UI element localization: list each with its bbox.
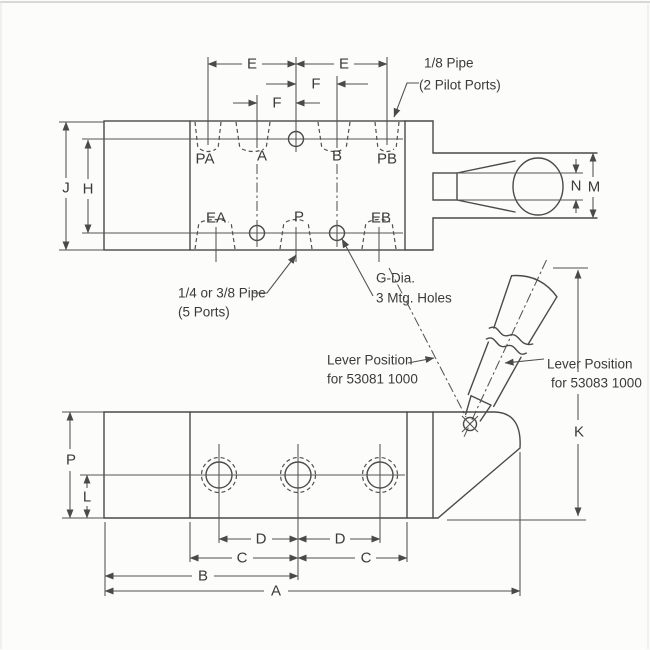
dim-label-c-right: C — [361, 550, 372, 567]
dim-label-m: M — [588, 179, 601, 196]
port-b — [317, 121, 351, 153]
side-body-outline — [103, 411, 521, 519]
top-view: E E F F J H — [59, 56, 600, 320]
dim-label-e-left: E — [247, 56, 257, 73]
dim-k: K — [553, 267, 588, 517]
note-mounting-line1: G-Dia. — [376, 271, 415, 286]
dim-label-c-left: C — [237, 550, 248, 567]
note-mounting-holes: G-Dia. 3 Mtg. Holes — [341, 238, 452, 306]
dim-n: N — [571, 159, 582, 213]
note-main-ports: 1/4 or 3/8 Pipe (5 Ports) — [178, 254, 297, 320]
port-label-ea: EA — [206, 210, 226, 227]
dim-c-left: C — [189, 550, 299, 567]
note-pilot-ports: 1/8 Pipe (2 Pilot Ports) — [393, 56, 501, 118]
lever-53083 — [463, 257, 558, 437]
lever-shaft — [467, 341, 490, 396]
dim-label-f-upper: F — [311, 76, 320, 93]
leader-main-ports — [253, 254, 297, 294]
dim-c-right: C — [297, 550, 408, 567]
port-a — [235, 121, 271, 153]
port-label-p: P — [294, 209, 304, 226]
dim-label-n: N — [571, 178, 582, 195]
port-label-b: B — [332, 148, 342, 165]
dim-label-e-right: E — [339, 56, 349, 73]
note-lever-53081-line2: for 53081 1000 — [327, 372, 418, 387]
lever-knob-end-view — [512, 157, 564, 216]
dim-label-h: H — [83, 181, 94, 198]
dim-a: A — [104, 583, 521, 600]
note-lever-53083: Lever Position for 53083 1000 — [504, 357, 642, 391]
dim-label-p: P — [66, 452, 76, 469]
note-lever-53081: Lever Position for 53081 1000 — [327, 353, 435, 387]
leader-lever-53083 — [504, 358, 545, 366]
leader-mounting-holes — [341, 238, 374, 297]
dim-j: J — [62, 121, 70, 251]
note-lever-53083-line2: for 53083 1000 — [551, 376, 642, 391]
lever-stub — [432, 172, 458, 201]
side-view: P L D D C — [62, 257, 642, 600]
dim-label-a: A — [271, 583, 281, 600]
dim-f-upper: F — [266, 76, 368, 93]
leader-pilot-ports — [393, 82, 419, 118]
dim-b: B — [104, 568, 299, 585]
dim-label-d-left: D — [256, 531, 267, 548]
dim-e-left: E — [207, 56, 297, 73]
port-label-eb: EB — [371, 210, 391, 227]
lever-centerline-53081 — [388, 267, 467, 418]
lever-pivot — [461, 415, 479, 433]
dim-p: P — [66, 411, 76, 519]
note-main-ports-line1: 1/4 or 3/8 Pipe — [178, 286, 266, 301]
dim-e-right: E — [295, 56, 388, 73]
dim-l: L — [83, 474, 91, 519]
note-pilot-line1: 1/8 Pipe — [424, 56, 474, 71]
exhaust-port-ea — [194, 218, 236, 250]
lever-break-line-upper — [488, 326, 534, 346]
dim-label-b: B — [198, 568, 208, 585]
note-lever-53081-line1: Lever Position — [327, 353, 413, 368]
leader-lever-53081 — [407, 356, 435, 364]
dim-label-l: L — [83, 489, 91, 506]
dim-f-lower: F — [233, 95, 320, 112]
lever-centerline-53083 — [463, 257, 549, 437]
port-label-a: A — [257, 148, 267, 165]
port-label-pa: PA — [196, 151, 215, 168]
note-pilot-line2: (2 Pilot Ports) — [419, 78, 501, 93]
pilot-port-pb — [374, 121, 400, 153]
lever-knob — [493, 274, 513, 329]
exhaust-port-eb — [361, 218, 397, 250]
note-lever-53083-line1: Lever Position — [547, 357, 633, 372]
pilot-port-pa — [194, 121, 222, 153]
dim-d-left: D — [218, 531, 299, 548]
dim-label-j: J — [62, 180, 70, 197]
dim-label-k: K — [574, 424, 584, 441]
dim-h: H — [83, 139, 94, 234]
note-mounting-line2: 3 Mtg. Holes — [376, 291, 452, 306]
dim-m: M — [588, 152, 601, 219]
actuator-end — [404, 120, 598, 251]
dim-label-f-lower: F — [272, 95, 281, 112]
valve-body-outline — [103, 120, 406, 251]
pressure-port-p — [279, 218, 313, 250]
dim-d-right: D — [297, 531, 381, 548]
port-label-pb: PB — [377, 151, 397, 168]
note-main-ports-line2: (5 Ports) — [178, 305, 230, 320]
dim-label-d-right: D — [335, 531, 346, 548]
